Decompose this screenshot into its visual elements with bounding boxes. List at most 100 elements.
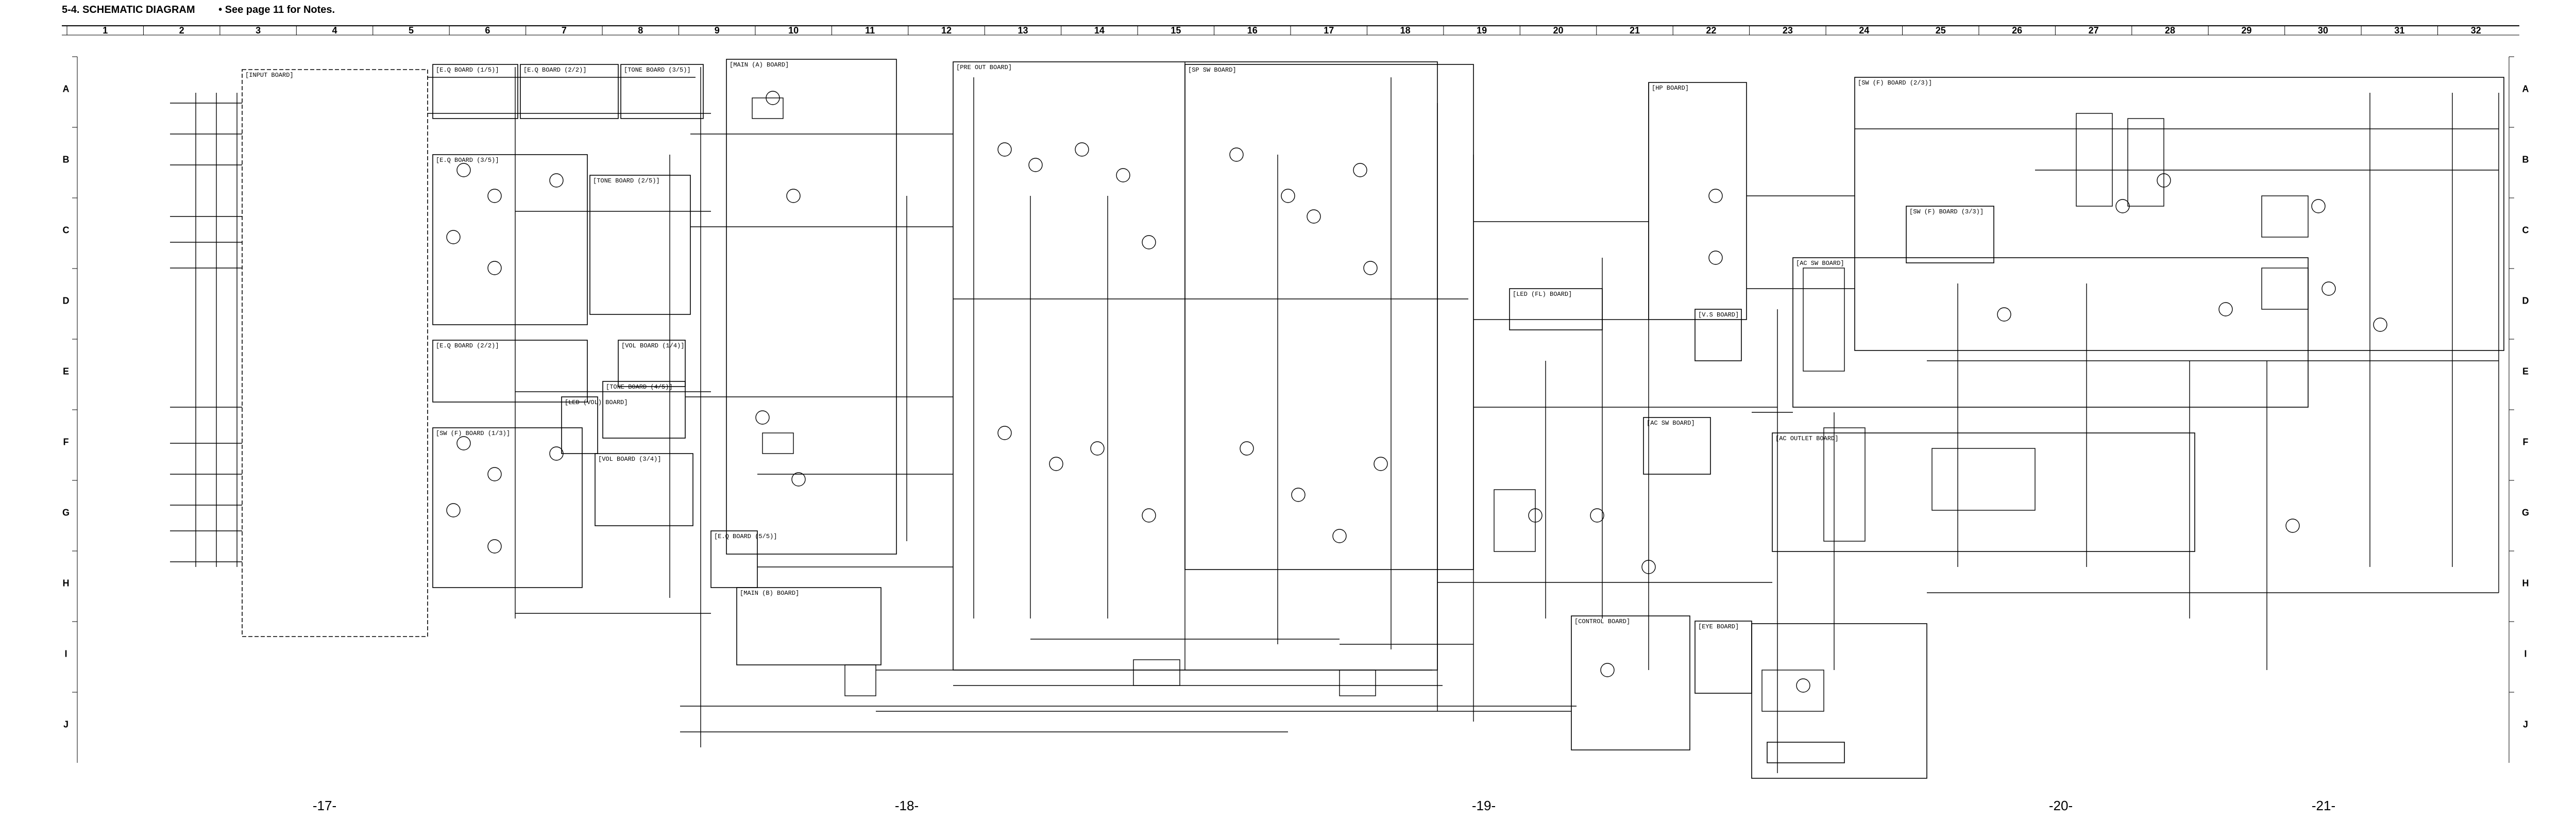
row-label-right: A	[2522, 84, 2529, 94]
board-outline	[432, 340, 588, 403]
column-label: 27	[2089, 25, 2099, 36]
board-label: [E.Q BOARD (2/2)]	[523, 66, 586, 74]
transistor-symbol	[1363, 261, 1378, 275]
board-label: [SW (F) BOARD (3/3)]	[1909, 208, 1984, 215]
transistor-symbol	[549, 173, 564, 188]
transistor-symbol	[1641, 560, 1656, 574]
column-label: 4	[332, 25, 337, 36]
row-label-left: B	[63, 155, 70, 165]
board-label: [SP SW BOARD]	[1188, 66, 1236, 74]
ic-symbol	[1133, 659, 1180, 686]
ic-symbol	[752, 97, 784, 119]
board-outline	[432, 427, 583, 588]
transistor-symbol	[1997, 307, 2011, 322]
transistor-symbol	[487, 261, 502, 275]
column-label: 11	[865, 25, 875, 36]
ic-symbol	[1761, 670, 1824, 712]
board-label: [EYE BOARD]	[1698, 623, 1739, 630]
board-outline	[1509, 288, 1603, 330]
transistor-symbol	[1240, 441, 1254, 456]
transistor-symbol	[2115, 199, 2130, 213]
column-label: 20	[1553, 25, 1564, 36]
transistor-symbol	[997, 426, 1012, 440]
column-label: 26	[2012, 25, 2022, 36]
transistor-symbol	[1307, 209, 1321, 224]
row-label-left: E	[63, 366, 69, 377]
board-label: [LED (VOL) BOARD]	[565, 399, 628, 406]
board-outline	[726, 59, 897, 555]
board-outline	[432, 154, 588, 325]
transistor-symbol	[487, 467, 502, 481]
column-label: 12	[941, 25, 952, 36]
column-label: 3	[256, 25, 261, 36]
row-label-right: B	[2522, 155, 2529, 165]
board-label: [MAIN (A) BOARD]	[730, 61, 789, 69]
ic-symbol	[1339, 670, 1376, 696]
board-outline	[1643, 417, 1711, 475]
board-label: [E.Q BOARD (3/5)]	[436, 157, 499, 164]
row-label-right: E	[2522, 366, 2529, 377]
board-label: [SW (F) BOARD (2/3)]	[1858, 79, 1932, 87]
page-heading: 5-4. SCHEMATIC DIAGRAM • See page 11 for…	[62, 4, 335, 16]
row-label-right: C	[2522, 225, 2529, 236]
column-label: 2	[179, 25, 184, 36]
ic-symbol	[2261, 195, 2309, 238]
transistor-symbol	[446, 230, 461, 244]
transistor-symbol	[1291, 488, 1306, 502]
transistor-symbol	[487, 539, 502, 554]
row-label-left: I	[64, 649, 67, 659]
transistor-symbol	[2311, 199, 2326, 213]
board-label: [SW (F) BOARD (1/3)]	[436, 430, 510, 437]
row-label-right: D	[2522, 296, 2529, 306]
transistor-symbol	[2373, 317, 2387, 332]
column-label: 29	[2241, 25, 2251, 36]
board-outline	[1772, 432, 2195, 552]
board-outline	[1751, 623, 1927, 779]
board-outline	[1694, 309, 1742, 361]
row-label-left: G	[62, 508, 70, 518]
row-label-right: G	[2522, 508, 2529, 518]
transistor-symbol	[2218, 302, 2233, 316]
transistor-symbol	[1708, 189, 1723, 203]
column-label: 30	[2318, 25, 2328, 36]
transistor-symbol	[791, 472, 806, 487]
row-label-left: A	[63, 84, 70, 94]
transistor-symbol	[997, 142, 1012, 157]
page-number: -21-	[2312, 798, 2335, 813]
ic-symbol	[1803, 268, 1845, 372]
board-label: [AC SW BOARD]	[1647, 420, 1695, 427]
board-outline	[710, 530, 758, 588]
board-label: [AC OUTLET BOARD]	[1775, 435, 1838, 442]
column-label: 13	[1018, 25, 1028, 36]
transistor-symbol	[446, 503, 461, 517]
board-outline	[242, 69, 428, 637]
column-label: 24	[1859, 25, 1869, 36]
column-label: 21	[1630, 25, 1640, 36]
column-label: 31	[2394, 25, 2404, 36]
ic-symbol	[2261, 268, 2309, 310]
page-number: -20-	[2049, 798, 2073, 813]
row-label-left: J	[63, 720, 69, 730]
grid-frame	[62, 25, 2519, 763]
row-label-left: H	[63, 578, 70, 589]
column-label: 18	[1400, 25, 1411, 36]
board-label: [VOL BOARD (3/4)]	[598, 456, 661, 463]
board-outline	[1767, 742, 1845, 763]
transistor-symbol	[1090, 441, 1105, 456]
wiring-layer	[170, 62, 2499, 773]
column-label: 7	[562, 25, 567, 36]
row-label-left: F	[63, 437, 69, 447]
column-label: 6	[485, 25, 490, 36]
column-label: 19	[1477, 25, 1487, 36]
board-label: [HP BOARD]	[1652, 85, 1689, 92]
board-outline	[736, 587, 882, 665]
board-outline	[432, 64, 518, 119]
board-outline	[1571, 615, 1690, 750]
board-outline	[1854, 77, 2504, 351]
transistor-symbol	[1075, 142, 1089, 157]
row-label-right: F	[2523, 437, 2529, 447]
board-outline	[561, 396, 598, 454]
board-label: [TONE BOARD (4/5)]	[606, 383, 673, 391]
transistor-symbol	[456, 436, 471, 450]
board-outline	[1694, 621, 1752, 694]
